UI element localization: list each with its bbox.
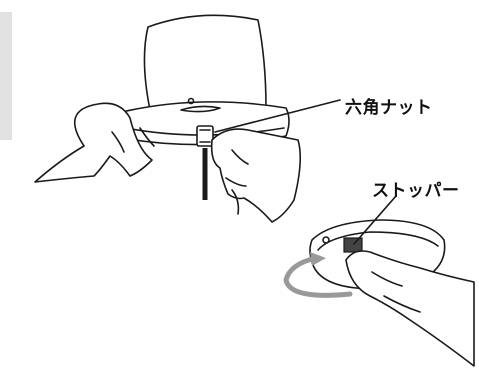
right-hand	[210, 128, 302, 223]
stopper-leader	[353, 195, 397, 245]
stopper-illustration	[283, 195, 475, 367]
lamp-shade	[143, 14, 267, 111]
hex-nut	[196, 125, 214, 147]
ceiling-mount-illustration	[34, 14, 341, 223]
left-hand	[34, 102, 153, 183]
hex-nut-label: 六角ナット	[345, 98, 433, 118]
stopper	[343, 237, 363, 253]
hex-nut-leader	[214, 99, 341, 133]
rotation-arrow	[283, 255, 353, 298]
stopper-label: ストッパー	[372, 181, 460, 201]
side-tab	[0, 12, 12, 140]
